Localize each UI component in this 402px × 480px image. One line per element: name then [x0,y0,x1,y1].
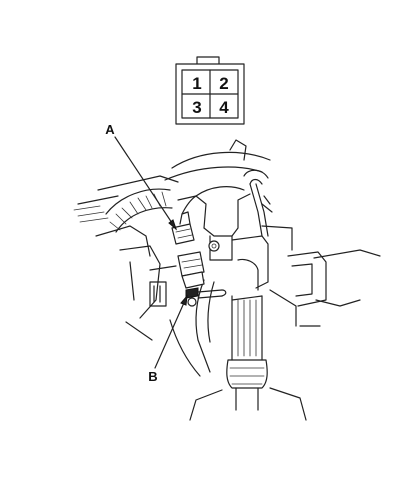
callout-a-label: A [105,122,115,137]
pin-1-label: 1 [192,74,201,93]
callout-leaders [114,136,188,369]
connector-a-component [171,195,197,245]
pin-3-label: 3 [192,98,201,117]
callout-b-label: B [148,369,157,384]
pin-2-label: 2 [219,74,228,93]
engine-bay-linework [73,139,381,421]
switch-b-component [177,251,227,307]
connector-pinout: 1 2 3 4 [175,56,245,125]
callout-a-leader [114,136,177,230]
callout-b-arrowhead [180,294,188,306]
pin-4-label: 4 [219,98,229,117]
callout-b-leader [154,295,188,369]
callout-a-arrowhead [168,219,178,231]
